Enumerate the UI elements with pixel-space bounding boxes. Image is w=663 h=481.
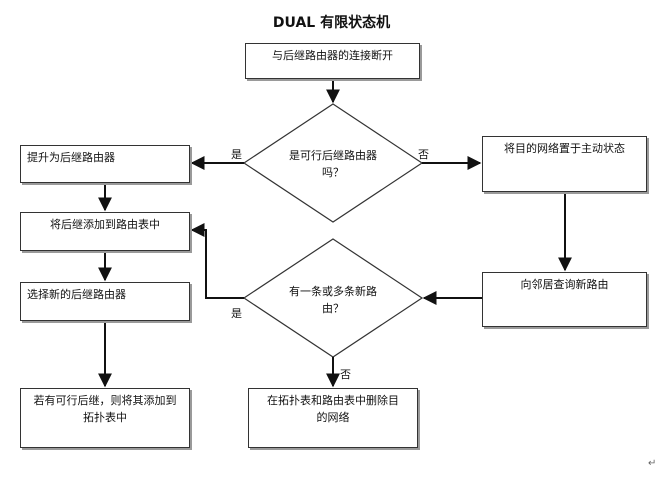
edge-d2-yes	[190, 223, 244, 299]
node-add-feasible-successor-line1: 若有可行后继，则将其添加到	[33, 394, 177, 407]
node-delete-destination-line1: 在拓扑表和路由表中删除目	[267, 394, 399, 407]
decision-new-routes-line1: 有一条或多条新路	[289, 285, 377, 298]
node-select-new-successor: 选择新的后继路由器	[20, 282, 190, 321]
edge-label-d1-no: 否	[418, 148, 429, 161]
node-set-active-state-text: 将目的网络置于主动状态	[504, 142, 625, 155]
decision-new-routes: 有一条或多条新路 由？	[268, 283, 398, 317]
node-promote-successor: 提升为后继路由器	[20, 145, 190, 183]
node-query-neighbors-text: 向邻居查询新路由	[520, 278, 609, 291]
node-promote-successor-text: 提升为后继路由器	[27, 151, 115, 164]
decision-feasible-successor-line1: 是可行后继路由器	[289, 149, 377, 162]
node-delete-destination-line2: 的网络	[316, 411, 350, 424]
node-add-to-routing-table: 将后继添加到路由表中	[20, 212, 190, 251]
node-add-feasible-successor: 若有可行后继，则将其添加到 拓扑表中	[20, 388, 190, 448]
node-query-neighbors: 向邻居查询新路由	[482, 272, 647, 327]
edge-label-d1-yes: 是	[231, 148, 242, 161]
decision-feasible-successor: 是可行后继路由器 吗？	[268, 147, 398, 181]
node-add-to-routing-table-text: 将后继添加到路由表中	[50, 218, 160, 231]
node-connection-lost: 与后继路由器的连接断开	[245, 43, 420, 79]
node-delete-destination: 在拓扑表和路由表中删除目 的网络	[248, 388, 418, 448]
node-select-new-successor-text: 选择新的后继路由器	[27, 288, 126, 301]
node-add-feasible-successor-line2: 拓扑表中	[83, 411, 127, 424]
node-connection-lost-text: 与后继路由器的连接断开	[272, 49, 393, 62]
decision-feasible-successor-line2: 吗？	[322, 166, 344, 179]
decision1-shape	[242, 103, 424, 223]
edge-label-d2-yes: 是	[231, 307, 242, 320]
decision-new-routes-line2: 由？	[322, 302, 344, 315]
diagram-title: DUAL 有限状态机	[272, 15, 391, 31]
node-set-active-state: 将目的网络置于主动状态	[482, 136, 647, 192]
return-mark: ↵	[648, 458, 657, 469]
edge-label-d2-no: 否	[340, 368, 351, 381]
